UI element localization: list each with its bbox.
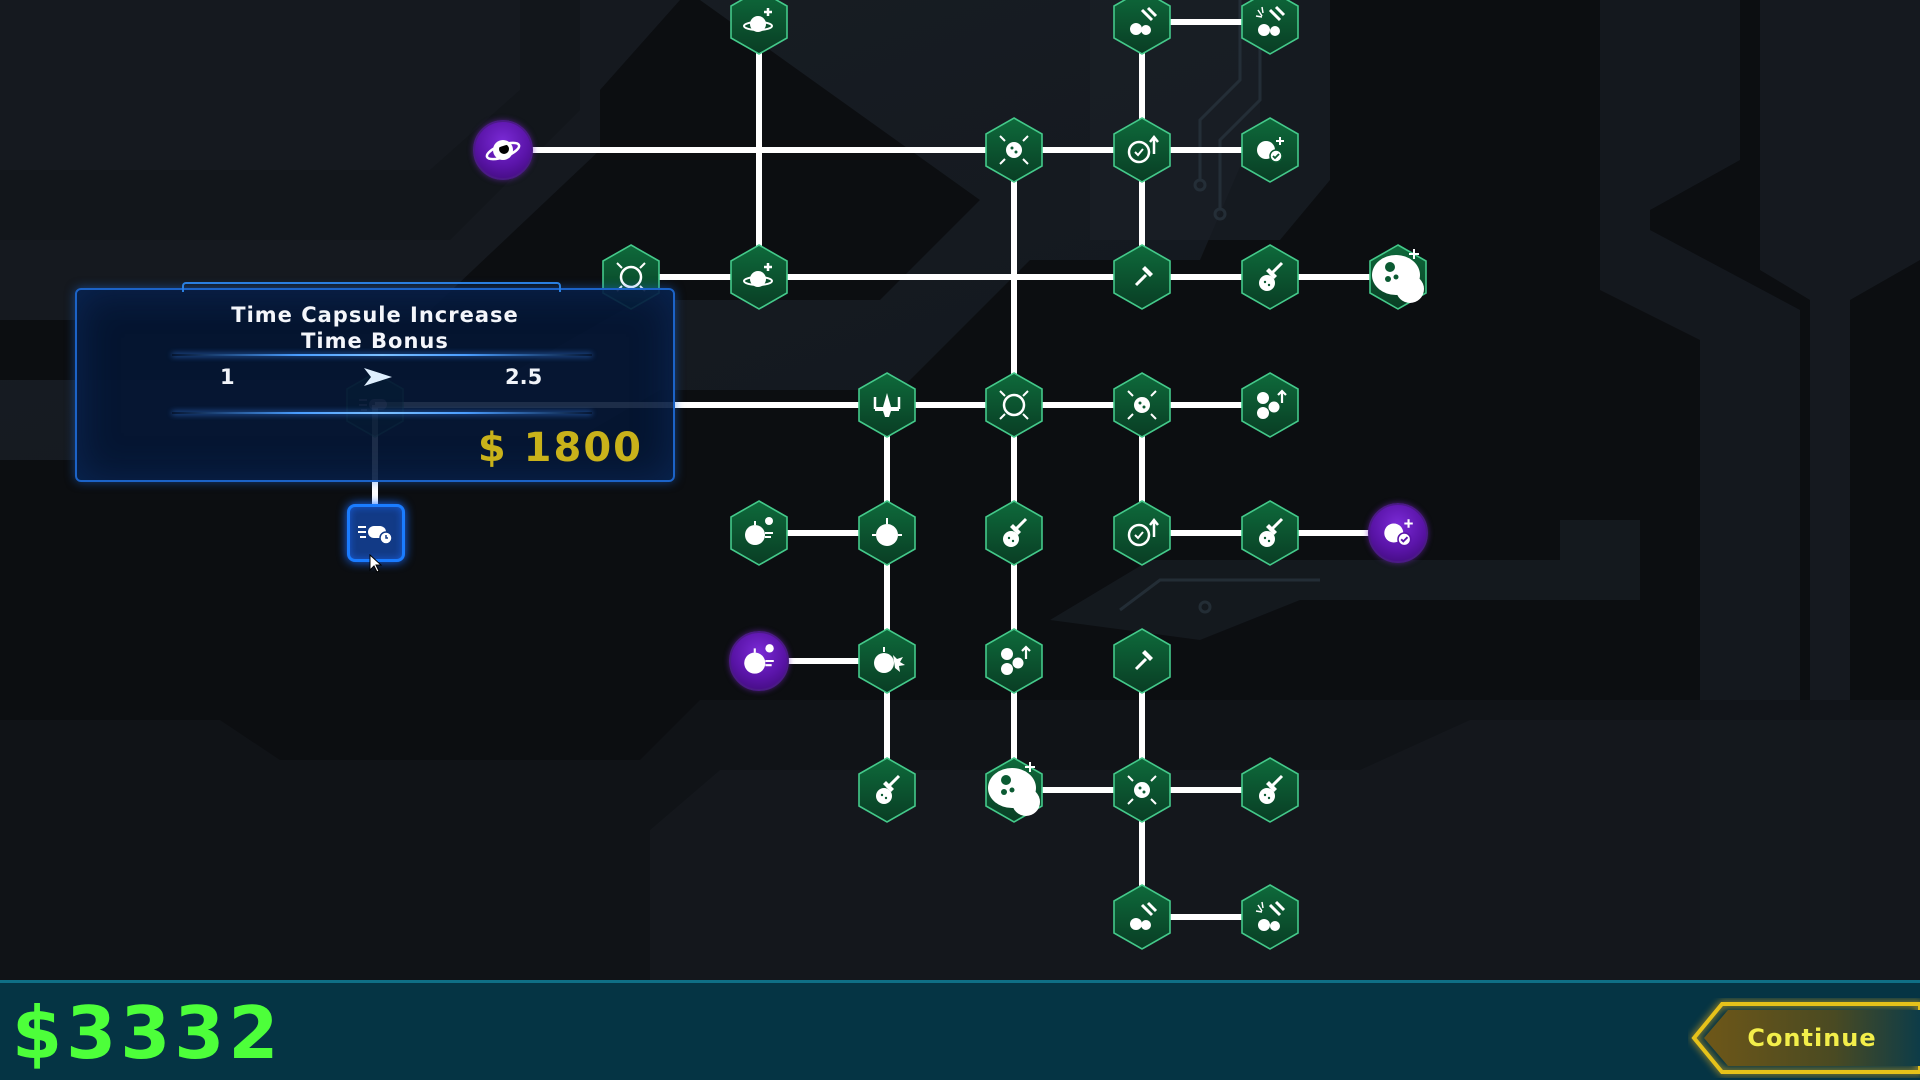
mouse-cursor-icon bbox=[369, 554, 383, 573]
tooltip-current-value: 1 bbox=[220, 365, 235, 389]
tooltip-title: Time Capsule Increase Time Bonus bbox=[77, 302, 673, 354]
hammer-asteroid-icon bbox=[985, 500, 1043, 566]
upgrade-node-big-asteroid[interactable] bbox=[1369, 244, 1427, 310]
continue-button[interactable]: Continue bbox=[1688, 998, 1920, 1078]
time-capsule-icon bbox=[358, 526, 393, 545]
upgrade-node-asteroids-up-2[interactable] bbox=[985, 628, 1043, 694]
upgrade-node-hammer-rocks-explode-2[interactable] bbox=[1241, 884, 1299, 950]
upgrade-node-asteroids-up[interactable] bbox=[1241, 372, 1299, 438]
upgrade-node-clock-up[interactable] bbox=[1113, 117, 1171, 183]
hammer-asteroid-icon bbox=[1241, 757, 1299, 823]
hammer-asteroid-icon bbox=[1241, 500, 1299, 566]
hammer-icon bbox=[1113, 628, 1171, 694]
upgrade-node-ring-expand[interactable] bbox=[602, 244, 660, 310]
planet-plus-icon bbox=[730, 244, 788, 310]
upgrade-node-bomb-explode[interactable] bbox=[858, 628, 916, 694]
upgrade-node-hammer-asteroid-5[interactable] bbox=[1241, 757, 1299, 823]
asteroid-expand-icon bbox=[1113, 372, 1171, 438]
bomb-drone-icon bbox=[744, 644, 774, 674]
upgrade-node-bomb[interactable] bbox=[858, 500, 916, 566]
upgrade-tooltip: Time Capsule Increase Time Bonus 1 2.5 $… bbox=[75, 282, 675, 482]
hammer-rocks-explode-icon bbox=[1241, 884, 1299, 950]
upgrade-node-planet-plus[interactable] bbox=[730, 0, 788, 55]
upgrade-node-hammer-asteroid-3[interactable] bbox=[1241, 500, 1299, 566]
clock-up-icon bbox=[1113, 117, 1171, 183]
selected-upgrade-node-time-capsule[interactable] bbox=[347, 504, 405, 562]
upgrade-node-hammer-rocks-2[interactable] bbox=[1113, 884, 1171, 950]
upgrade-node-asteroid-expand[interactable] bbox=[985, 117, 1043, 183]
upgrade-node-big-asteroid-2[interactable] bbox=[985, 757, 1043, 823]
bomb-drone-icon bbox=[730, 500, 788, 566]
tooltip-next-value: 2.5 bbox=[505, 365, 543, 389]
asteroid-plus-check-icon bbox=[1384, 519, 1413, 547]
bomb-explode-icon bbox=[858, 628, 916, 694]
upgrade-node-hammer-rocks[interactable] bbox=[1113, 0, 1171, 55]
bomb-icon bbox=[858, 500, 916, 566]
asteroids-up-icon bbox=[1241, 372, 1299, 438]
black-hole-planet-icon bbox=[485, 140, 521, 161]
money-balance: $3332 bbox=[12, 991, 283, 1075]
upgrade-node-asteroid-plus-check-special[interactable] bbox=[1368, 503, 1428, 563]
upgrade-node-asteroid-expand-2[interactable] bbox=[1113, 372, 1171, 438]
upgrade-node-hammer-asteroid[interactable] bbox=[1241, 244, 1299, 310]
tooltip-price: $ 1800 bbox=[477, 425, 643, 471]
upgrade-node-planet-plus-2[interactable] bbox=[730, 244, 788, 310]
ring-expand-icon bbox=[602, 244, 660, 310]
upgrade-node-clock-up-2[interactable] bbox=[1113, 500, 1171, 566]
planet-plus-icon bbox=[730, 0, 788, 55]
upgrade-node-hammer-rocks-explode[interactable] bbox=[1241, 0, 1299, 55]
hammer-rocks-icon bbox=[1113, 884, 1171, 950]
upgrade-node-bomb-drone[interactable] bbox=[730, 500, 788, 566]
hammer-icon bbox=[1113, 244, 1171, 310]
clock-up-icon bbox=[1113, 500, 1171, 566]
upgrade-links bbox=[372, 19, 1398, 920]
upgrade-node-bomb-drone-special[interactable] bbox=[729, 631, 789, 691]
arrow-right-icon bbox=[364, 368, 392, 386]
tooltip-divider-top bbox=[172, 354, 592, 356]
tooltip-title-line1: Time Capsule Increase bbox=[231, 303, 519, 327]
asteroid-expand-icon bbox=[985, 117, 1043, 183]
spaceship-icon bbox=[858, 372, 916, 438]
upgrade-node-hammer-asteroid-4[interactable] bbox=[858, 757, 916, 823]
upgrade-node-hammer-asteroid-2[interactable] bbox=[985, 500, 1043, 566]
upgrade-node-asteroid-expand-3[interactable] bbox=[1113, 757, 1171, 823]
continue-label: Continue bbox=[1747, 1024, 1877, 1052]
ring-expand-icon bbox=[985, 372, 1043, 438]
tooltip-divider-bottom bbox=[172, 412, 592, 414]
bottom-bar: $3332 Continue bbox=[0, 980, 1920, 1080]
hammer-asteroid-icon bbox=[858, 757, 916, 823]
upgrade-node-hammer[interactable] bbox=[1113, 244, 1171, 310]
upgrade-node-spaceship[interactable] bbox=[858, 372, 916, 438]
hammer-rocks-icon bbox=[1113, 0, 1171, 55]
hammer-asteroid-icon bbox=[1241, 244, 1299, 310]
upgrade-node-hammer-2[interactable] bbox=[1113, 628, 1171, 694]
upgrade-node-asteroid-plus-check[interactable] bbox=[1241, 117, 1299, 183]
upgrade-node-black-hole-planet[interactable] bbox=[473, 120, 533, 180]
tooltip-title-line2: Time Bonus bbox=[301, 329, 449, 353]
asteroid-plus-check-icon bbox=[1241, 117, 1299, 183]
asteroid-expand-icon bbox=[1113, 757, 1171, 823]
hammer-rocks-explode-icon bbox=[1241, 0, 1299, 55]
tooltip-frame-notch bbox=[182, 282, 561, 292]
asteroids-up-icon bbox=[985, 628, 1043, 694]
upgrade-node-ring-expand-2[interactable] bbox=[985, 372, 1043, 438]
